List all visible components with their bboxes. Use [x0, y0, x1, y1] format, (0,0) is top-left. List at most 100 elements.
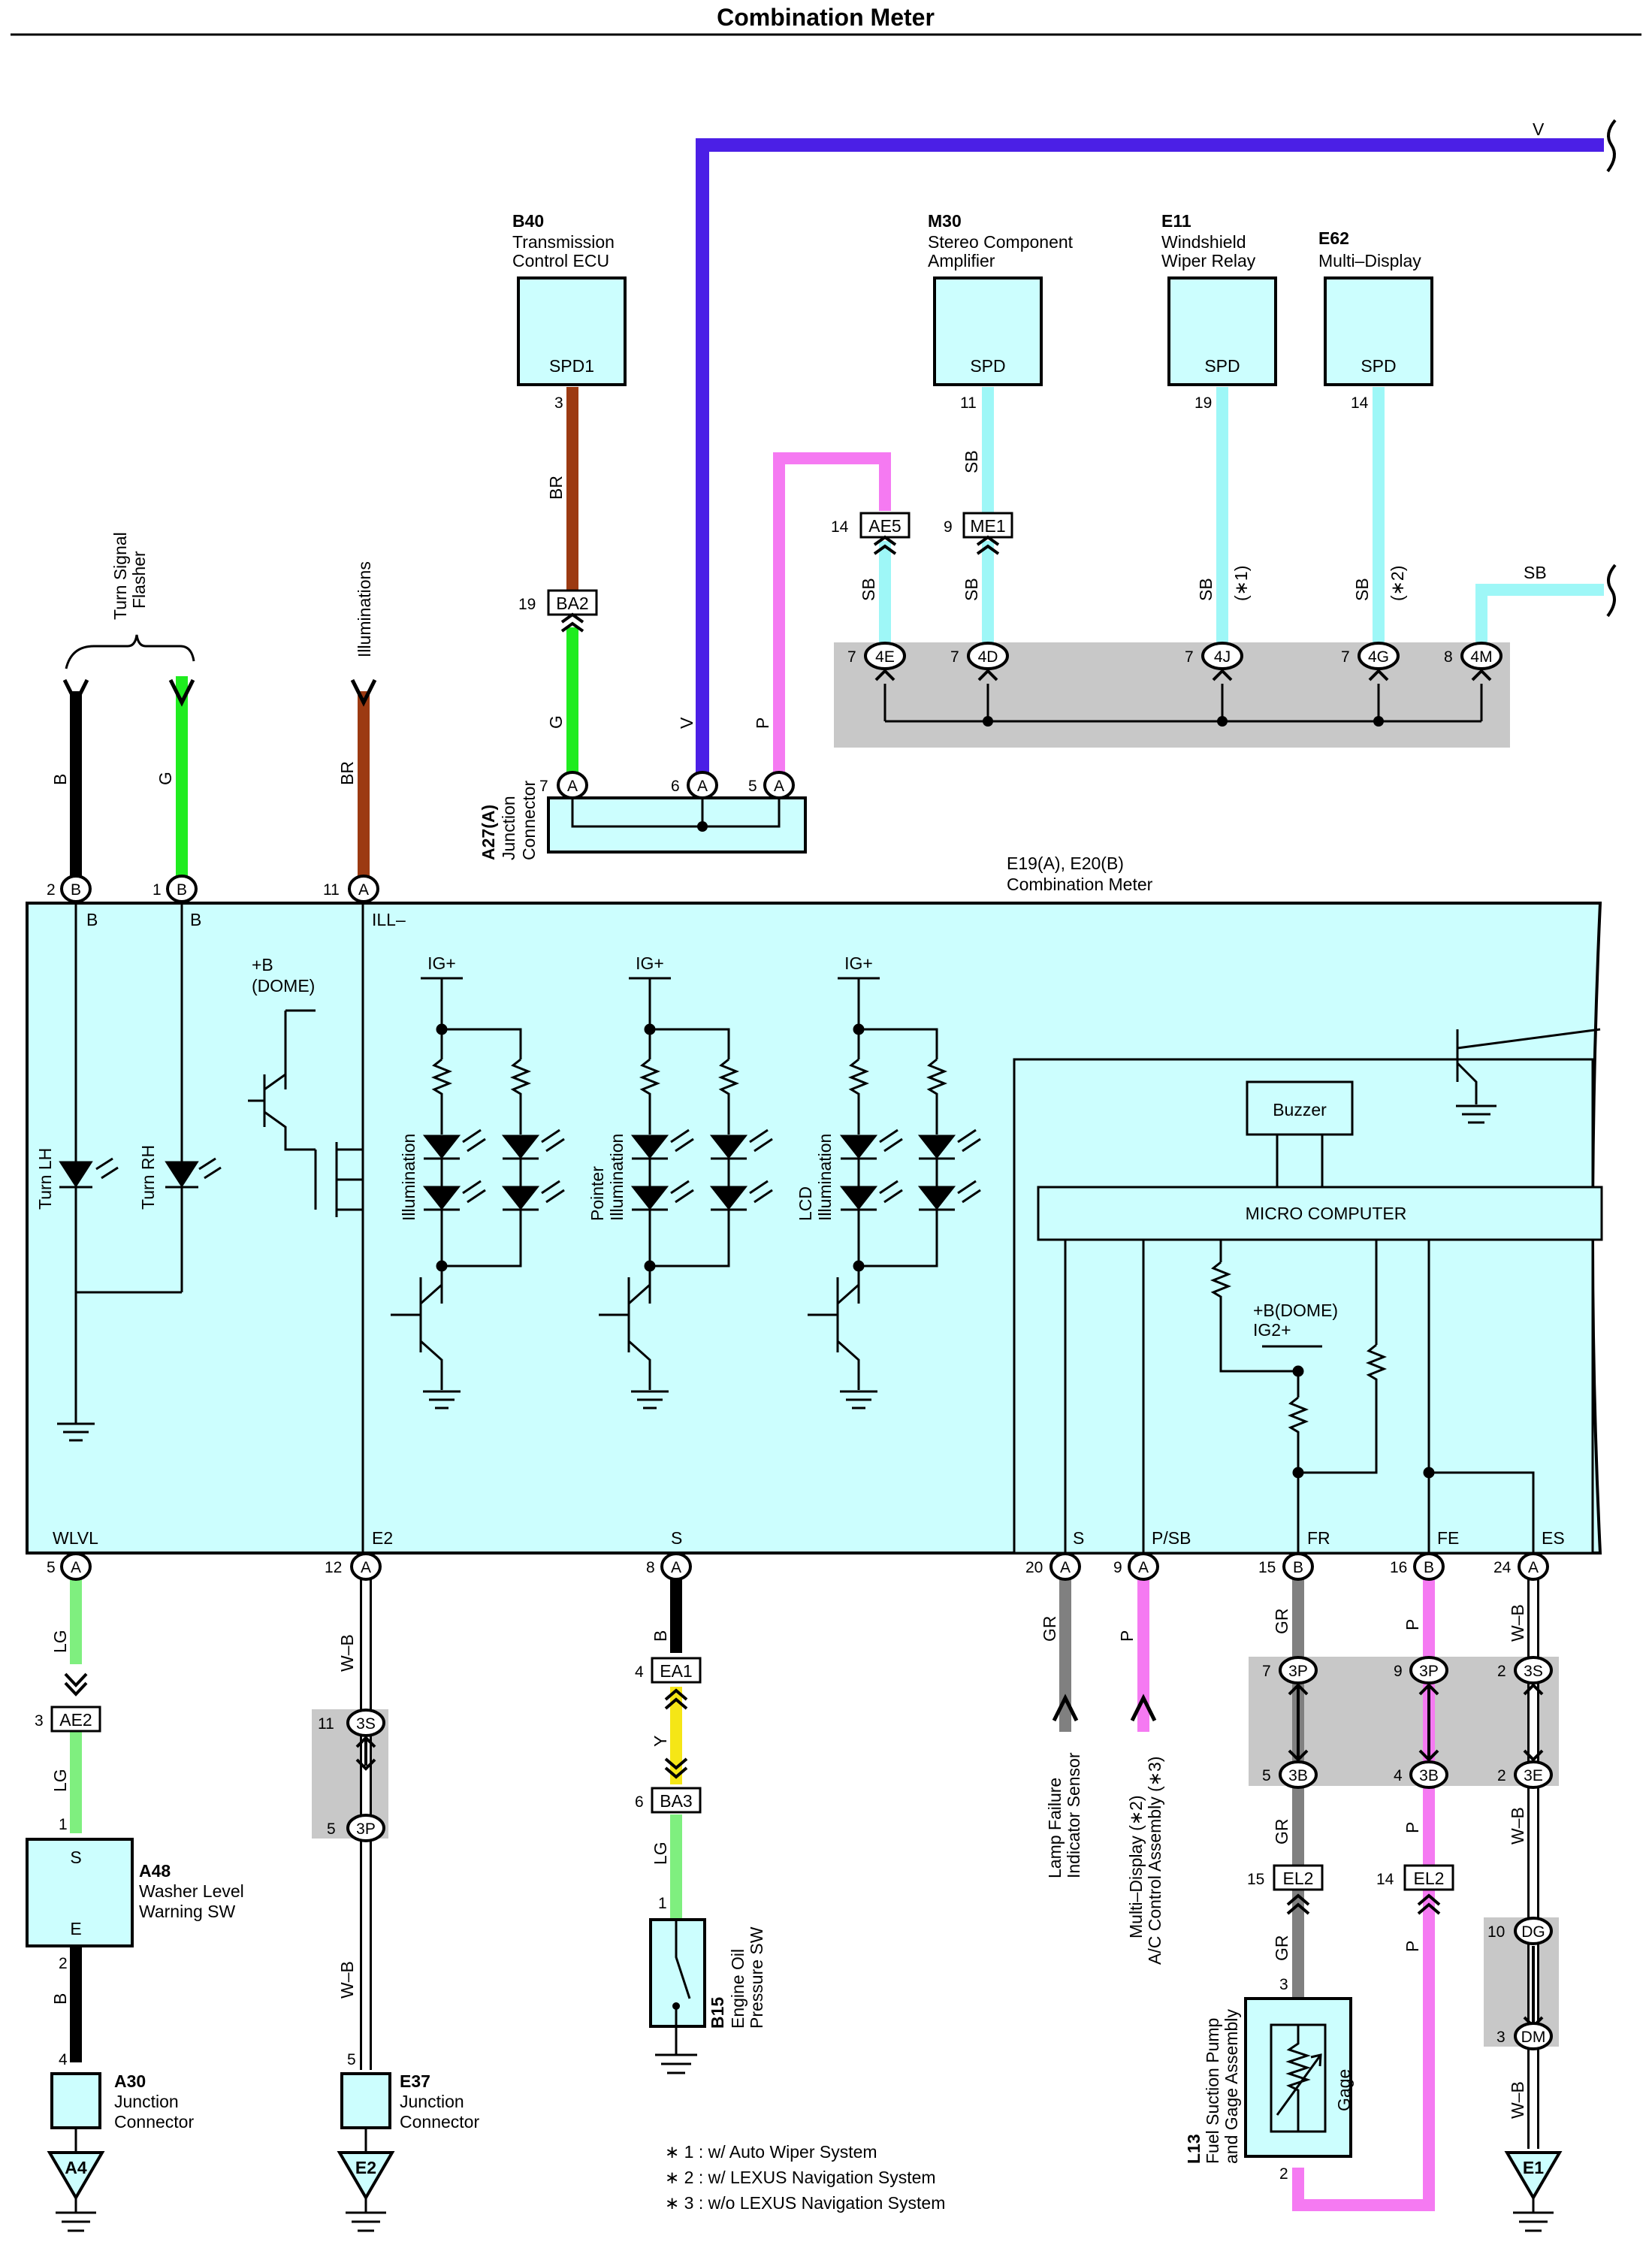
svg-text:24: 24: [1493, 1559, 1512, 1576]
svg-text:5: 5: [47, 1559, 56, 1576]
a27-code: A27(A): [479, 805, 498, 860]
e62-multi-display: E62 Multi–Display SPD 14: [1318, 228, 1433, 412]
c4g-pin: 7: [1341, 648, 1350, 666]
e37-junction-connector: 5 E37 Junction Connector E2: [337, 2051, 479, 2232]
svg-text:2: 2: [59, 1955, 68, 1972]
svg-text:9: 9: [1113, 1559, 1122, 1576]
a30-junction-connector: 4 A30 Junction Connector A4: [47, 2051, 194, 2232]
a27-line1: Junction: [499, 796, 518, 860]
e62-box: [1324, 276, 1433, 386]
label-gr2: GR: [1272, 1609, 1291, 1635]
svg-text:3B: 3B: [1288, 1767, 1308, 1784]
svg-text:3P: 3P: [356, 1820, 376, 1838]
e62-pin-no: 14: [1351, 394, 1369, 412]
arrow-br-in: [350, 678, 377, 707]
svg-text:A30: A30: [114, 2071, 146, 2091]
svg-text:S: S: [70, 1848, 81, 1867]
label-b-left: B: [50, 774, 70, 785]
v-wire-label: V: [1533, 119, 1545, 139]
svg-text:B15: B15: [708, 1997, 727, 2029]
svg-text:B: B: [1424, 1559, 1434, 1576]
footnotes: ∗ 1 : w/ Auto Wiper System ∗ 2 : w/ LEXU…: [665, 2142, 945, 2213]
b40-box: [517, 276, 627, 386]
label-gr4: GR: [1272, 1935, 1291, 1962]
svg-text:1: 1: [59, 1816, 68, 1833]
svg-text:E37: E37: [400, 2071, 430, 2091]
svg-text:EL2: EL2: [1283, 1869, 1314, 1888]
svg-text:3E: 3E: [1524, 1767, 1543, 1784]
svg-text:2: 2: [1497, 1767, 1506, 1784]
e11-line1: Windshield: [1161, 232, 1246, 252]
label-gr1: GR: [1040, 1616, 1059, 1642]
a27-5: 5: [748, 778, 757, 795]
buzzer-label: Buzzer: [1273, 1100, 1327, 1119]
svg-text:1: 1: [658, 1895, 667, 1912]
m30-line2: Amplifier: [928, 251, 995, 270]
label-br-left: BR: [337, 761, 357, 785]
note-1: ∗ 1 : w/ Auto Wiper System: [665, 2142, 877, 2162]
svg-text:2: 2: [1497, 1663, 1506, 1680]
connector-me1: ME1 9: [944, 512, 1013, 555]
svg-text:4: 4: [59, 2051, 68, 2068]
b40-code: B40: [512, 211, 544, 231]
connector-3s-3p: 3S 11 3P 5: [318, 1709, 385, 1842]
svg-text:11: 11: [318, 1715, 334, 1733]
shielded-area-top: [834, 642, 1510, 748]
svg-text:WLVL: WLVL: [53, 1528, 98, 1548]
e62-code: E62: [1318, 228, 1349, 248]
ig2p-label: IG2+: [1253, 1320, 1291, 1340]
svg-text:EL2: EL2: [1414, 1869, 1445, 1888]
svg-text:A: A: [361, 1559, 371, 1576]
svg-text:and Gage Assembly: and Gage Assembly: [1222, 2009, 1241, 2164]
wire-sb-4m: [1475, 584, 1604, 652]
note-2: ∗ 2 : w/ LEXUS Navigation System: [665, 2168, 936, 2187]
m30-pin-label: SPD: [970, 356, 1005, 376]
m30-code: M30: [928, 211, 962, 231]
label-sb-ae5: SB: [859, 578, 878, 601]
a27-pin-a1: A: [567, 778, 578, 795]
svg-text:A: A: [1528, 1559, 1539, 1576]
connector-dg-dm: DG 10 DM 3: [1487, 1917, 1553, 2050]
svg-text:DG: DG: [1521, 1923, 1545, 1941]
label-v: V: [677, 717, 696, 729]
connector-ba2: BA2 19: [518, 589, 598, 633]
svg-text:4: 4: [635, 1663, 644, 1681]
c4g: 4G: [1368, 648, 1389, 666]
label-p: P: [753, 718, 772, 729]
svg-text:Engine Oil: Engine Oil: [728, 1949, 747, 2029]
c4e-pin: 7: [847, 648, 856, 666]
multi-display-1: Multi–Display (∗2): [1126, 1795, 1146, 1938]
ill-b2: Illumination: [607, 1134, 627, 1221]
meter-ill: ILL–: [372, 910, 406, 929]
ba2-label: BA2: [556, 594, 588, 613]
a48-washer-level-sw: S E 1 2 A48 Washer Level Warning SW: [26, 1816, 244, 1972]
svg-text:2: 2: [47, 881, 56, 899]
svg-text:3: 3: [1496, 2029, 1506, 2046]
label-g-left: G: [156, 772, 175, 785]
svg-text:A: A: [1138, 1559, 1149, 1576]
label-lg2: LG: [50, 1769, 70, 1792]
label-sb-m30b: SB: [962, 578, 981, 601]
e11-wiper-relay: E11 Windshield Wiper Relay SPD 19: [1161, 211, 1277, 412]
a27-pin-a3: A: [774, 778, 784, 795]
e11-pin-label: SPD: [1204, 356, 1240, 376]
c4m-pin: 8: [1444, 648, 1453, 666]
ea1-connector: EA1 4: [635, 1657, 702, 1710]
svg-text:5: 5: [327, 1820, 336, 1838]
meter-dome2: (DOME): [252, 976, 315, 996]
c4e: 4E: [875, 648, 895, 666]
svg-text:Pressure SW: Pressure SW: [747, 1926, 766, 2029]
svg-text:E1: E1: [1523, 2158, 1544, 2177]
svg-text:2: 2: [1279, 2165, 1288, 2183]
micro-computer-label: MICRO COMPUTER: [1246, 1204, 1407, 1223]
note-3: ∗ 3 : w/o LEXUS Navigation System: [665, 2193, 945, 2213]
svg-text:Junction: Junction: [400, 2092, 464, 2111]
turn-signal-flasher-label: Turn Signal Flasher: [65, 532, 195, 669]
svg-text:3S: 3S: [1524, 1663, 1543, 1680]
meter-name: Combination Meter: [1007, 875, 1153, 894]
b40-line2: Control ECU: [512, 251, 609, 270]
svg-text:15: 15: [1247, 1871, 1264, 1888]
label-wb4: W–B: [1508, 1807, 1527, 1845]
svg-text:FR: FR: [1307, 1528, 1330, 1548]
